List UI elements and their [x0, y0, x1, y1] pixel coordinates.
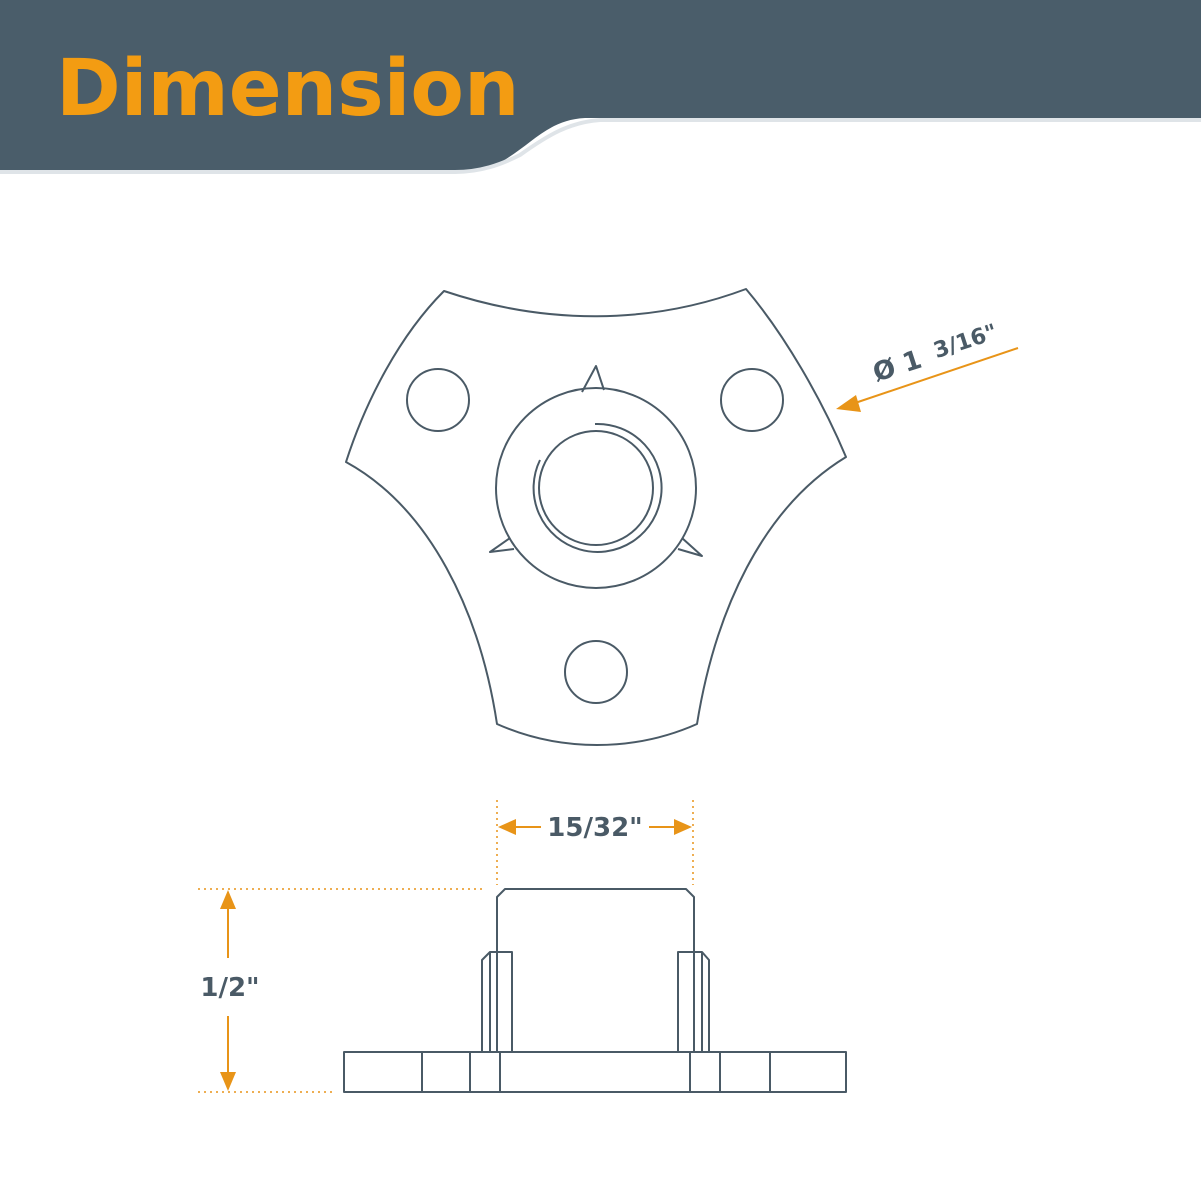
barrel-profile [496, 888, 695, 1052]
header-band: Dimension [0, 0, 1201, 174]
mounting-hole-bottom [564, 640, 628, 704]
width-callout: 15/32" [496, 800, 694, 885]
flange-profile [343, 1051, 847, 1093]
prong-profile-left [481, 951, 513, 1052]
thread-arc [532, 422, 663, 553]
diameter-label: Ø 1 3/16" [869, 320, 1002, 389]
prong-right [677, 537, 703, 557]
mounting-hole-right [720, 368, 784, 432]
diameter-callout: Ø 1 3/16" [836, 320, 1019, 412]
page-title: Dimension [56, 44, 519, 134]
height-label: 1/2" [200, 973, 259, 1003]
top-view [345, 288, 847, 746]
flange-outline [345, 288, 847, 746]
side-view [343, 888, 847, 1093]
barrel-outer [495, 387, 697, 589]
prong-profile-right [677, 951, 710, 1052]
thread-inner [538, 430, 654, 546]
mounting-hole-left [406, 368, 470, 432]
prong-top [581, 365, 605, 393]
prong-left [489, 537, 515, 553]
width-label: 15/32" [547, 813, 642, 843]
height-callout: 1/2" [198, 888, 485, 1093]
